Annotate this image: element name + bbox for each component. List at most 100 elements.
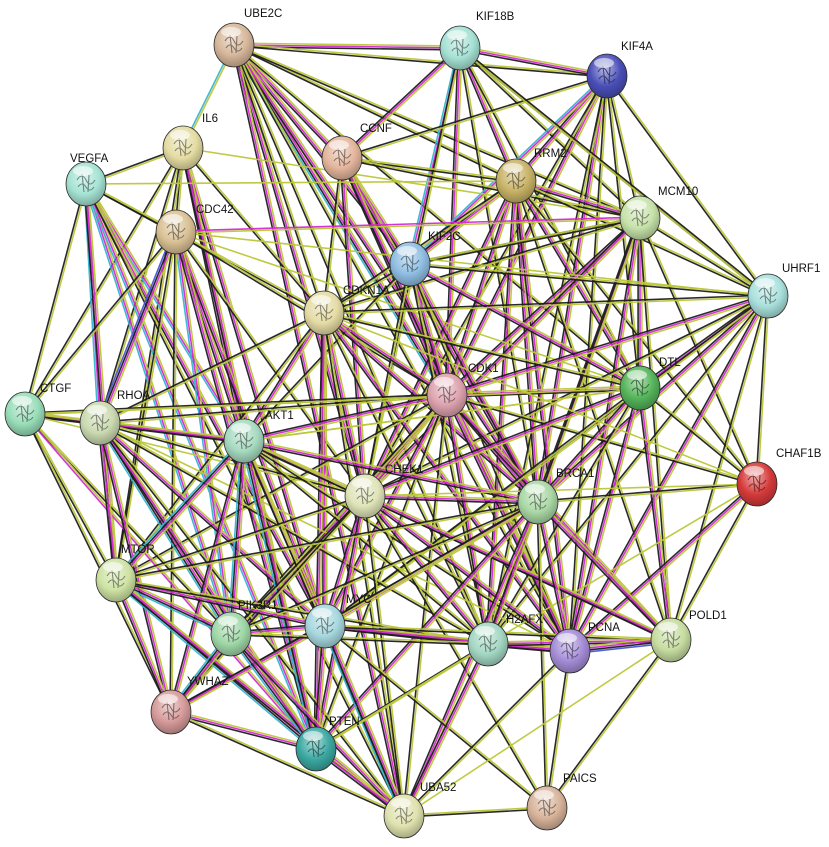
node-rrm2[interactable]: RRM2 <box>495 148 567 204</box>
node-ube2c[interactable]: UBE2C <box>213 8 282 68</box>
node-pcna[interactable]: PCNA <box>549 622 620 674</box>
node-uba52[interactable]: UBA52 <box>383 782 456 839</box>
protein-structure-icon <box>597 65 617 85</box>
node-myc[interactable]: MYC <box>304 594 372 649</box>
edge-line <box>536 502 547 809</box>
node-label: KIF2C <box>428 231 461 243</box>
edge-line <box>86 182 325 313</box>
node-chek1[interactable]: CHEK1 <box>344 464 423 519</box>
edge-line <box>100 395 448 425</box>
node-akt1[interactable]: AKT1 <box>223 410 294 464</box>
edge-myc-ywhaz <box>169 623 327 715</box>
edge-line <box>25 413 118 580</box>
node-pten[interactable]: PTEN <box>295 716 360 772</box>
edge-line <box>232 45 570 652</box>
protein-structure-icon <box>76 173 96 193</box>
edge-chek1-paics <box>363 495 549 809</box>
edge-line <box>535 502 569 652</box>
node-highlight <box>397 246 417 256</box>
edge-ywhaz-uba52 <box>170 710 405 818</box>
edge-line <box>171 626 327 715</box>
edge-line <box>640 216 769 296</box>
edge-line <box>567 294 768 651</box>
node-ywhaz[interactable]: YWHAZ <box>150 676 229 735</box>
edge-line <box>98 231 176 423</box>
edge-line <box>363 496 671 643</box>
edge-line <box>96 230 175 423</box>
edge-line <box>487 483 758 645</box>
node-label: CDKN1A <box>343 285 390 297</box>
edge-pcna-paics <box>545 650 572 809</box>
edge-line <box>365 495 549 808</box>
node-kif18b[interactable]: KIF18B <box>439 11 515 71</box>
edge-line <box>568 481 757 651</box>
node-label: H2AFX <box>506 614 543 626</box>
node-ctgf[interactable]: CTGF <box>4 383 71 437</box>
edge-line <box>113 438 243 579</box>
edge-line <box>757 296 770 485</box>
node-highlight <box>434 377 454 387</box>
edge-kif18b-ccnf <box>340 46 462 160</box>
edge-line <box>229 393 447 634</box>
node-pold1[interactable]: POLD1 <box>650 610 727 663</box>
edge-line <box>341 74 607 158</box>
protein-structure-icon <box>315 615 335 635</box>
edge-line <box>514 181 671 641</box>
protein-structure-icon <box>166 221 186 241</box>
node-kif4a[interactable]: KIF4A <box>586 41 653 99</box>
node-vegfa[interactable]: VEGFA <box>65 153 109 207</box>
edge-line <box>322 313 404 817</box>
node-uhrf1[interactable]: UHRF1 <box>747 263 820 319</box>
edge-line <box>364 495 672 641</box>
edge-cdkn1a-mtor <box>114 311 326 582</box>
edge-line <box>242 441 488 646</box>
node-dtl[interactable]: DTL <box>619 357 681 411</box>
edge-line <box>324 158 344 314</box>
node-chaf1b[interactable]: CHAF1B <box>736 448 822 507</box>
edge-line <box>404 651 572 818</box>
node-label: KIF4A <box>621 41 653 53</box>
node-rhoa[interactable]: RHOA <box>79 390 151 446</box>
edge-line <box>409 216 640 264</box>
edge-line <box>448 394 491 644</box>
node-brca1[interactable]: BRCA1 <box>517 468 594 525</box>
edge-uhrf1-h2afx <box>486 294 770 646</box>
edge-chaf1b-brca1 <box>537 482 758 504</box>
edge-line <box>176 230 367 496</box>
edge-line <box>116 441 246 582</box>
node-mtor[interactable]: MTOR <box>95 544 155 603</box>
node-il6[interactable]: IL6 <box>162 113 218 171</box>
edge-mtor-ywhaz <box>113 578 174 714</box>
edge-line <box>536 502 671 642</box>
node-kif2c[interactable]: KIF2C <box>389 231 461 287</box>
node-highlight <box>627 370 647 380</box>
edge-mcm10-pcna <box>567 217 643 652</box>
edge-line <box>98 423 325 629</box>
node-label: PAICS <box>563 773 597 785</box>
node-pik3r1[interactable]: PIK3R1 <box>210 600 278 657</box>
edge-line <box>100 421 489 644</box>
edge-line <box>755 295 768 484</box>
node-cdc42[interactable]: CDC42 <box>155 204 234 255</box>
edge-line <box>325 312 328 626</box>
node-h2afx[interactable]: H2AFX <box>467 614 543 667</box>
protein-structure-icon <box>560 640 580 660</box>
node-ccnf[interactable]: CCNF <box>321 123 392 181</box>
edge-cdkn1a-uba52 <box>322 312 406 817</box>
edge-kif2c-dtl <box>408 261 642 391</box>
edge-line <box>231 632 489 644</box>
node-label: UHRF1 <box>782 263 820 275</box>
node-cdkn1a[interactable]: CDKN1A <box>303 285 390 336</box>
node-mcm10[interactable]: MCM10 <box>619 186 698 241</box>
edge-line <box>401 500 537 816</box>
edge-line <box>342 156 641 218</box>
node-label: AKT1 <box>265 410 294 422</box>
edge-line <box>25 148 185 415</box>
protein-structure-icon <box>234 430 254 450</box>
edge-line <box>569 483 758 652</box>
edge-cdk1-mtor <box>115 393 448 582</box>
edge-kif2c-brca1 <box>407 262 541 504</box>
node-paics[interactable]: PAICS <box>526 773 597 831</box>
node-cdk1[interactable]: CDK1 <box>426 363 499 418</box>
